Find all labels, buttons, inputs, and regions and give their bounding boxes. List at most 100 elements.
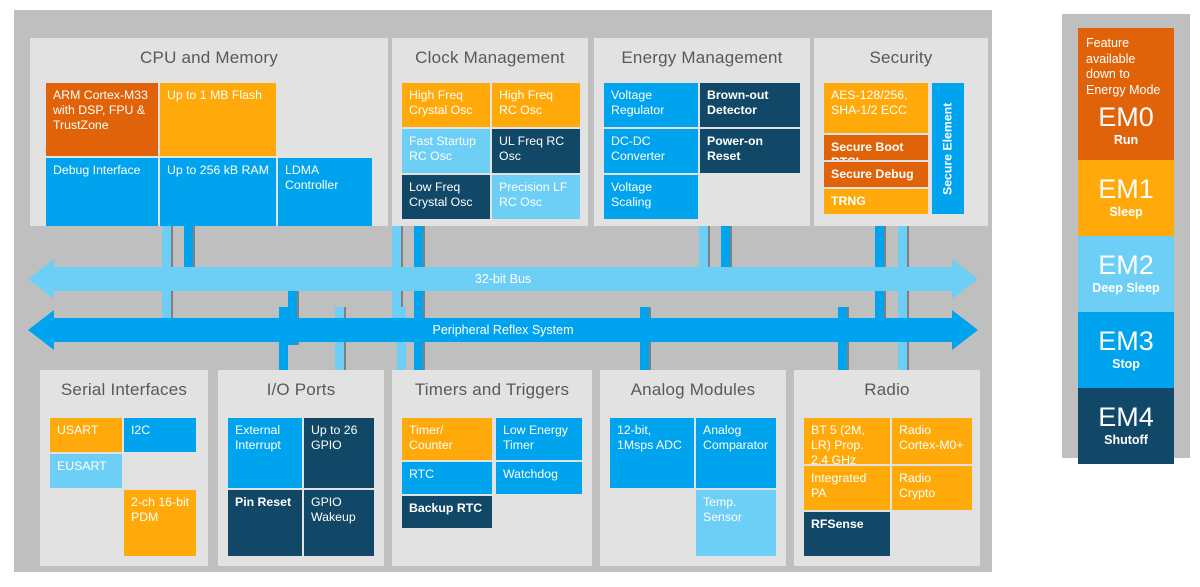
block-lf-crystal-osc[interactable]: Low Freq Crystal Osc (402, 175, 490, 219)
legend-item-em0[interactable]: Feature available down to Energy Mode EM… (1078, 28, 1174, 160)
group-security: Security AES-128/256, SHA-1/2 ECC Secure… (814, 38, 988, 226)
group-serial-interfaces: Serial Interfaces USART I2C EUSART 2-ch … (40, 370, 208, 566)
block-fast-startup-rc-osc[interactable]: Fast Startup RC Osc (402, 129, 490, 173)
connector-energy-a-shadow (708, 223, 710, 285)
block-brown-out-detector[interactable]: Brown-out Detector (700, 83, 800, 127)
group-radio: Radio BT 5 (2M, LR) Prop. 2.4 GHz Radio … (794, 370, 980, 566)
block-flash[interactable]: Up to 1 MB Flash (160, 83, 276, 156)
connector-cpu-c-shadow (297, 285, 299, 345)
connector-cpu-d-shadow (344, 307, 346, 385)
block-debug-interface[interactable]: Debug Interface (46, 158, 158, 226)
connector-energy-a (699, 223, 708, 285)
legend-item-em4[interactable]: EM4 Shutoff (1078, 388, 1174, 464)
bus-prs: Peripheral Reflex System (28, 308, 978, 352)
legend-em3-label: EM3 (1098, 326, 1154, 356)
block-secure-element[interactable]: Secure Element (932, 83, 964, 214)
group-energy-management: Energy Management Voltage Regulator Brow… (594, 38, 810, 226)
block-voltage-scaling[interactable]: Voltage Scaling (604, 175, 698, 219)
block-radio-crypto[interactable]: Radio Crypto (892, 466, 972, 510)
block-power-on-reset[interactable]: Power-on Reset (700, 129, 800, 173)
legend-em0-mode: Run (1113, 133, 1139, 147)
legend-em1-label: EM1 (1098, 174, 1154, 204)
bus-32-bit: 32-bit Bus (28, 257, 978, 301)
group-title-serial-interfaces: Serial Interfaces (60, 380, 188, 399)
group-cpu-and-memory: CPU and Memory ARM Cortex-M33 with DSP, … (30, 38, 388, 226)
legend-em2-mode: Deep Sleep (1092, 281, 1160, 295)
bus-prs-label: Peripheral Reflex System (432, 323, 574, 337)
legend-item-em1[interactable]: EM1 Sleep (1078, 160, 1174, 236)
connector-cpu-d (335, 307, 344, 385)
group-title-analog-modules: Analog Modules (630, 380, 756, 399)
block-dcdc-converter[interactable]: DC-DC Converter (604, 129, 698, 173)
connector-clock-b (414, 223, 423, 383)
block-eusart[interactable]: EUSART (50, 454, 122, 488)
connector-cpu-b (184, 223, 193, 285)
connector-clock-b-shadow (423, 223, 425, 383)
group-title-cpu-and-memory: CPU and Memory (140, 48, 278, 67)
legend-item-em2[interactable]: EM2 Deep Sleep (1078, 236, 1174, 312)
block-precision-lf-rc-osc[interactable]: Precision LF RC Osc (492, 175, 580, 219)
block-integrated-pa[interactable]: Integrated PA (804, 466, 890, 510)
block-timer-counter[interactable]: Timer/ Counter (402, 418, 492, 460)
connector-cpu-b-shadow (193, 223, 195, 285)
block-voltage-regulator[interactable]: Voltage Regulator (604, 83, 698, 127)
block-trng[interactable]: TRNG (824, 189, 928, 214)
block-aes-sha-ecc[interactable]: AES-128/256, SHA-1/2 ECC (824, 83, 928, 133)
block-arm-cortex-m33[interactable]: ARM Cortex-M33 with DSP, FPU & TrustZone (46, 83, 158, 156)
connector-energy-b-shadow (730, 223, 732, 285)
group-title-energy-management: Energy Management (621, 48, 783, 67)
legend-em3-mode: Stop (1112, 357, 1140, 371)
block-gpio-count[interactable]: Up to 26 GPIO (304, 418, 374, 488)
connector-serial-a (279, 307, 288, 385)
block-secure-debug[interactable]: Secure Debug (824, 162, 928, 187)
group-title-timers-and-triggers: Timers and Triggers (414, 380, 570, 399)
block-pin-reset[interactable]: Pin Reset (228, 490, 302, 556)
group-clock-management: Clock Management High Freq Crystal Osc H… (392, 38, 588, 226)
block-analog-comparator[interactable]: Analog Comparator (696, 418, 776, 488)
group-title-security: Security (869, 48, 933, 67)
block-hf-crystal-osc[interactable]: High Freq Crystal Osc (402, 83, 490, 127)
connector-analog-a (838, 307, 847, 385)
block-bt5-prop-24ghz[interactable]: BT 5 (2M, LR) Prop. 2.4 GHz (804, 418, 890, 464)
block-radio-cortex-m0plus[interactable]: Radio Cortex-M0+ (892, 418, 972, 464)
bus-32-bit-label: 32-bit Bus (474, 272, 532, 286)
block-rfsense[interactable]: RFSense (804, 512, 890, 556)
block-hf-rc-osc[interactable]: High Freq RC Osc (492, 83, 580, 127)
group-analog-modules: Analog Modules 12-bit, 1Msps ADC Analog … (600, 370, 786, 566)
bus-32-bit-arrow-shape (28, 259, 978, 299)
block-ul-freq-rc-osc[interactable]: UL Freq RC Osc (492, 129, 580, 173)
block-usart[interactable]: USART (50, 418, 122, 452)
block-rtc[interactable]: RTC (402, 462, 492, 494)
block-ldma-controller[interactable]: LDMA Controller (278, 158, 372, 226)
block-backup-rtc[interactable]: Backup RTC (402, 496, 492, 528)
block-pdm[interactable]: 2-ch 16-bit PDM (124, 490, 196, 556)
legend-em4-mode: Shutoff (1104, 433, 1148, 447)
group-timers-and-triggers: Timers and Triggers Timer/ Counter Low E… (392, 370, 592, 566)
block-watchdog[interactable]: Watchdog (496, 462, 582, 494)
energy-mode-legend: Feature available down to Energy Mode EM… (1062, 14, 1190, 464)
legend-em0-label: EM0 (1098, 102, 1154, 132)
diagram-canvas: CPU and Memory ARM Cortex-M33 with DSP, … (14, 10, 992, 572)
group-title-io-ports: I/O Ports (266, 380, 336, 399)
block-secure-boot-rtsl[interactable]: Secure Boot RTSL (824, 135, 928, 160)
legend-em1-mode: Sleep (1109, 205, 1143, 219)
bus-prs-arrow-shape (28, 310, 978, 350)
connector-energy-c (640, 307, 649, 385)
block-temp-sensor[interactable]: Temp. Sensor (696, 490, 776, 556)
connector-energy-b (721, 223, 730, 285)
connector-cpu-c (288, 285, 297, 345)
block-low-energy-timer[interactable]: Low Energy Timer (496, 418, 582, 460)
group-title-clock-management: Clock Management (415, 48, 565, 67)
legend-item-em3[interactable]: EM3 Stop (1078, 312, 1174, 388)
block-gpio-wakeup[interactable]: GPIO Wakeup (304, 490, 374, 556)
legend-em2-label: EM2 (1098, 250, 1154, 280)
connector-security-b (898, 223, 907, 383)
legend-em4-label: EM4 (1098, 402, 1154, 432)
block-i2c[interactable]: I2C (124, 418, 196, 452)
legend-header-text: Feature available down to Energy Mode (1086, 36, 1161, 97)
group-io-ports: I/O Ports External Interrupt Up to 26 GP… (218, 370, 384, 566)
block-adc[interactable]: 12-bit, 1Msps ADC (610, 418, 694, 488)
block-external-interrupt[interactable]: External Interrupt (228, 418, 302, 488)
block-ram[interactable]: Up to 256 kB RAM (160, 158, 276, 226)
